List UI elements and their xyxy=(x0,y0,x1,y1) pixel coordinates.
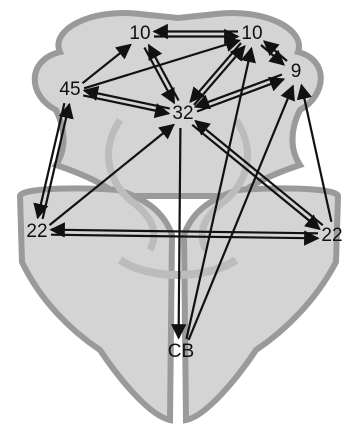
node-label-n_top_right: 10 xyxy=(241,23,262,44)
node-label-n_left: 45 xyxy=(59,79,80,100)
node-label-n_low_left: 22 xyxy=(26,221,47,242)
node-label-n_top_left: 10 xyxy=(129,23,150,44)
node-label-n_cb: CB xyxy=(168,341,194,362)
node-label-n_low_right: 22 xyxy=(321,225,342,246)
node-label-n_center: 32 xyxy=(172,103,193,124)
node-label-n_right: 9 xyxy=(291,61,302,82)
